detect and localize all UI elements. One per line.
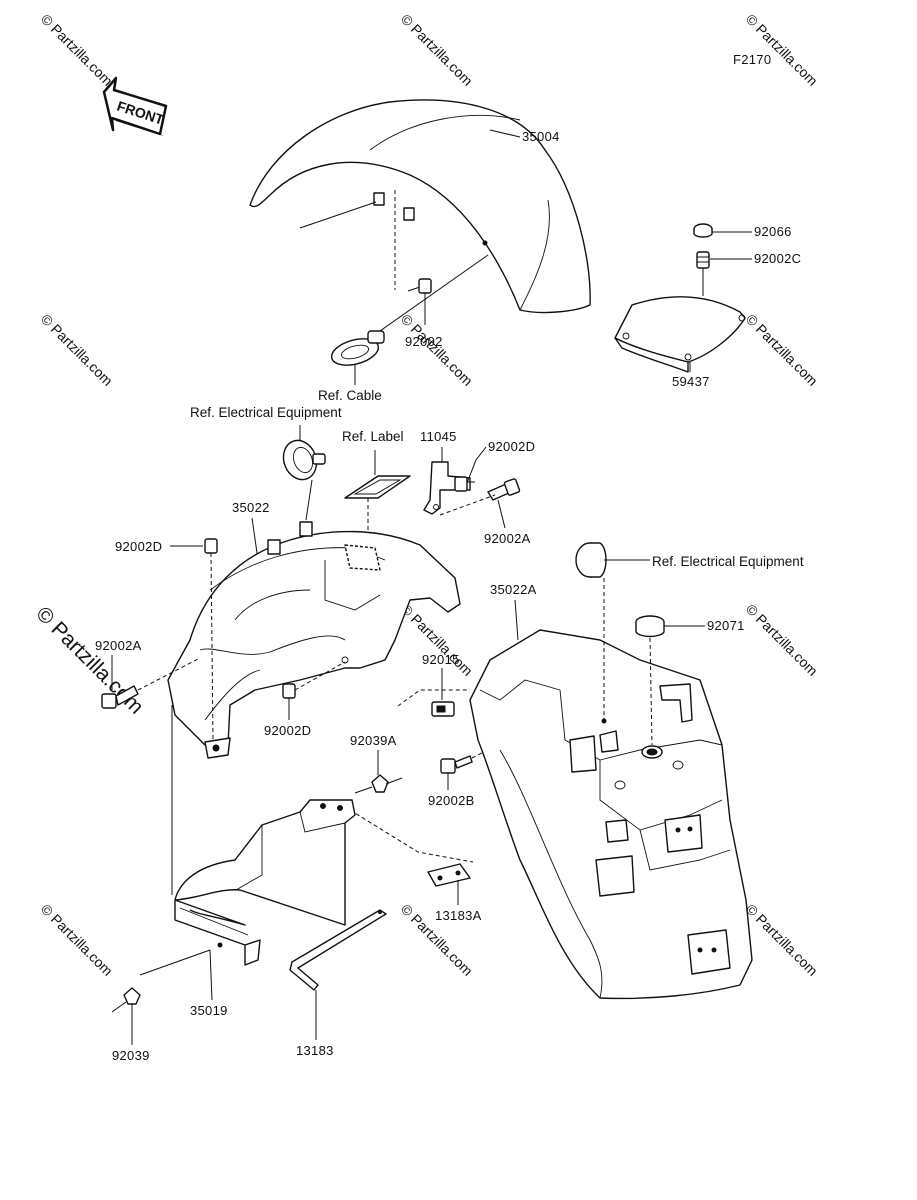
cap-92066 xyxy=(693,223,713,238)
bolt-92002D-left xyxy=(204,538,218,743)
bracket-13183 xyxy=(289,909,387,991)
bolt-92002A-right xyxy=(487,478,521,501)
bolt-92002A-left xyxy=(101,685,139,709)
cover-59437 xyxy=(614,296,746,373)
leader-line xyxy=(305,479,313,521)
watermark: © Partzilla.com xyxy=(743,11,821,89)
part-label-35022A: 35022A xyxy=(490,582,537,597)
leader-line xyxy=(466,446,487,484)
part-label-35019: 35019 xyxy=(190,1003,228,1018)
watermark: © Partzilla.com xyxy=(398,601,476,679)
rear-fender-front-35022 xyxy=(167,521,461,759)
part-label-35022: 35022 xyxy=(232,500,270,515)
part-label-92002B: 92002B xyxy=(428,793,475,808)
part-label-92002: 92002 xyxy=(405,334,443,349)
watermark: © Partzilla.com xyxy=(398,311,476,389)
watermark: © Partzilla.com xyxy=(38,11,116,89)
bolt-92002 xyxy=(407,278,432,325)
electrical-grommet-top xyxy=(282,439,326,481)
leader-line xyxy=(349,809,474,863)
leader-line xyxy=(251,517,259,561)
part-label-92002A-right: 92002A xyxy=(484,531,531,546)
part-label-92071: 92071 xyxy=(707,618,745,633)
part-label-35004: 35004 xyxy=(522,129,560,144)
label-sticker xyxy=(344,475,411,499)
watermark: © Partzilla.com xyxy=(743,311,821,389)
watermark-main-text: © Partzilla.com xyxy=(31,602,147,718)
part-label-13183: 13183 xyxy=(296,1043,334,1058)
part-label-92002D-bottom: 92002D xyxy=(264,723,311,738)
ref-label-text: Ref. Label xyxy=(342,429,404,444)
part-label-92066: 92066 xyxy=(754,224,792,239)
part-label-92002D-left: 92002D xyxy=(115,539,162,554)
grommet-92071 xyxy=(635,615,665,638)
leader-line xyxy=(137,657,201,691)
bolt-92002D-bottom xyxy=(282,661,346,699)
bolt-92039A xyxy=(354,774,403,794)
part-label-92002C: 92002C xyxy=(754,251,801,266)
watermark: © Partzilla.com xyxy=(743,901,821,979)
part-label-92039: 92039 xyxy=(112,1048,150,1063)
leader-line xyxy=(139,949,211,976)
bolt-92039 xyxy=(111,987,141,1045)
leader-line xyxy=(514,599,519,641)
watermark-main: © Partzilla.com xyxy=(31,602,147,718)
electrical-grommet-right xyxy=(575,542,607,578)
leader-line xyxy=(497,499,506,529)
watermark: © Partzilla.com xyxy=(398,11,476,89)
ref-electrical-top-label: Ref. Electrical Equipment xyxy=(190,405,342,420)
bolt-92002C xyxy=(696,251,710,296)
watermark: © Partzilla.com xyxy=(743,601,821,679)
clip-92015-a xyxy=(431,701,455,717)
part-label-92039A: 92039A xyxy=(350,733,397,748)
inner-fender-35019 xyxy=(174,799,356,966)
part-label-92002A-left: 92002A xyxy=(95,638,142,653)
rear-fender-35022A xyxy=(469,629,753,1000)
ref-cable-label: Ref. Cable xyxy=(318,388,382,403)
leader-line xyxy=(489,129,521,138)
part-label-92002D-top: 92002D xyxy=(488,439,535,454)
front-arrow-icon: FRONT xyxy=(102,76,168,136)
part-label-59437: 59437 xyxy=(672,374,710,389)
leader-line xyxy=(649,637,653,746)
bolt-92002D-top xyxy=(454,476,468,492)
diagram-code: F2170 xyxy=(733,52,771,67)
watermark: © Partzilla.com xyxy=(38,901,116,979)
leader-line xyxy=(439,494,496,516)
part-label-92015-a: 92015 xyxy=(422,652,460,667)
plate-13183A xyxy=(427,863,471,887)
cable-grommet xyxy=(330,254,489,366)
part-label-13183A: 13183A xyxy=(435,908,482,923)
mount-hole xyxy=(601,718,607,724)
watermark: © Partzilla.com xyxy=(38,311,116,389)
front-fender xyxy=(249,99,591,314)
part-label-11045: 11045 xyxy=(420,429,457,444)
ref-electrical-right-label: Ref. Electrical Equipment xyxy=(652,554,804,569)
leader-line xyxy=(397,689,470,707)
leader-line xyxy=(299,201,377,229)
leader-line xyxy=(209,949,213,1001)
